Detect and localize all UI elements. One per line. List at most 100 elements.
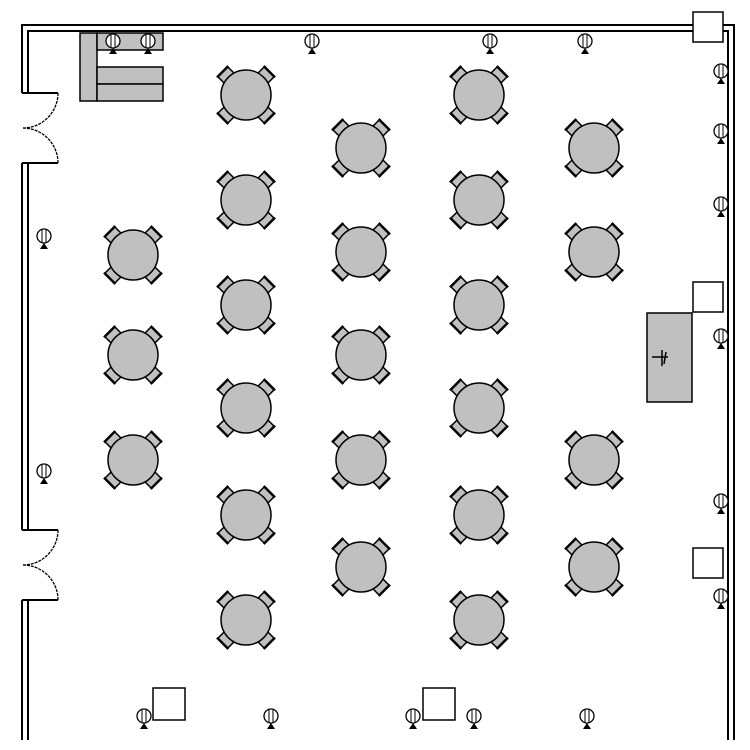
round-table-with-chairs (103, 325, 163, 385)
counter-section (96, 83, 164, 102)
lamp-base (486, 48, 494, 54)
chair-back (377, 118, 391, 132)
round-table-with-chairs (216, 275, 276, 335)
door-swing (22, 529, 59, 566)
lamp-base (581, 48, 589, 54)
chair-back (103, 325, 117, 339)
counter-section (96, 66, 164, 85)
lamp-lines (145, 35, 151, 47)
chair-back (610, 118, 624, 132)
column (692, 281, 724, 313)
chair-back (377, 268, 391, 282)
chair-back (331, 537, 345, 551)
chair-back (495, 321, 509, 335)
chair-back (495, 636, 509, 650)
door-swing (22, 564, 59, 601)
chair-back (449, 378, 463, 392)
chair-back (331, 476, 345, 490)
light-fixture-icon (405, 708, 421, 729)
chair-back (103, 371, 117, 385)
chair-back (149, 371, 163, 385)
lamp-lines (718, 590, 724, 602)
chair-back (449, 424, 463, 438)
chair-back (377, 583, 391, 597)
lamp-shade (713, 123, 729, 139)
lamp-base (717, 508, 725, 514)
round-table-with-chairs (449, 275, 509, 335)
lamp-shade (713, 328, 729, 344)
round-table (568, 122, 620, 174)
chair-back (216, 485, 230, 499)
chair-back (103, 476, 117, 490)
chair-back (495, 485, 509, 499)
lamp-base (717, 211, 725, 217)
lamp-base (40, 478, 48, 484)
chair-back (262, 65, 276, 79)
lamp-base (140, 723, 148, 729)
chair-back (449, 65, 463, 79)
chair-back (216, 216, 230, 230)
chair-back (262, 275, 276, 289)
lamp-base (583, 723, 591, 729)
lamp-shade (713, 196, 729, 212)
light-fixture-icon (713, 328, 729, 349)
round-table-with-chairs (331, 430, 391, 490)
walls (21, 24, 735, 740)
round-table (107, 229, 159, 281)
round-table (335, 329, 387, 381)
column (152, 687, 186, 721)
chair-back (449, 321, 463, 335)
round-table (568, 541, 620, 593)
chair-back (610, 430, 624, 444)
round-table (220, 382, 272, 434)
light-fixture-icon (263, 708, 279, 729)
chair-back (449, 590, 463, 604)
round-table (220, 174, 272, 226)
lamp-lines (268, 710, 274, 722)
round-table-with-chairs (331, 222, 391, 282)
chair-back (149, 430, 163, 444)
round-table-with-chairs (449, 65, 509, 125)
round-table (453, 382, 505, 434)
lamp-shade (36, 463, 52, 479)
fixtures (79, 11, 724, 721)
chair-back (262, 321, 276, 335)
round-table-with-chairs (331, 118, 391, 178)
chair-back (331, 222, 345, 236)
round-table-with-chairs (449, 170, 509, 230)
light-fixture-icon (713, 196, 729, 217)
chair-back (610, 164, 624, 178)
round-table-with-chairs (564, 430, 624, 490)
lamp-shade (713, 63, 729, 79)
light-fixture-icon (713, 123, 729, 144)
chair-back (103, 225, 117, 239)
light-fixture-icon (140, 33, 156, 54)
round-table-with-chairs (216, 485, 276, 545)
chair-back (262, 424, 276, 438)
round-table (220, 69, 272, 121)
round-table (220, 279, 272, 331)
chair-back (262, 531, 276, 545)
chair-back (377, 222, 391, 236)
door-swing (22, 92, 59, 129)
lamp-base (144, 48, 152, 54)
lamp-lines (584, 710, 590, 722)
lamp-lines (582, 35, 588, 47)
chair-back (449, 636, 463, 650)
chair-back (449, 111, 463, 125)
chair-back (103, 430, 117, 444)
light-fixture-icon (105, 33, 121, 54)
round-table (335, 541, 387, 593)
lamp-shade (263, 708, 279, 724)
lamp-base (717, 603, 725, 609)
chair-back (262, 378, 276, 392)
chair-back (216, 65, 230, 79)
lamp-shade (577, 33, 593, 49)
lamp-lines (718, 495, 724, 507)
chair-back (377, 476, 391, 490)
chair-back (216, 424, 230, 438)
lamp-shade (304, 33, 320, 49)
round-table-with-chairs (449, 485, 509, 545)
chair-back (377, 164, 391, 178)
double-door (22, 92, 59, 164)
